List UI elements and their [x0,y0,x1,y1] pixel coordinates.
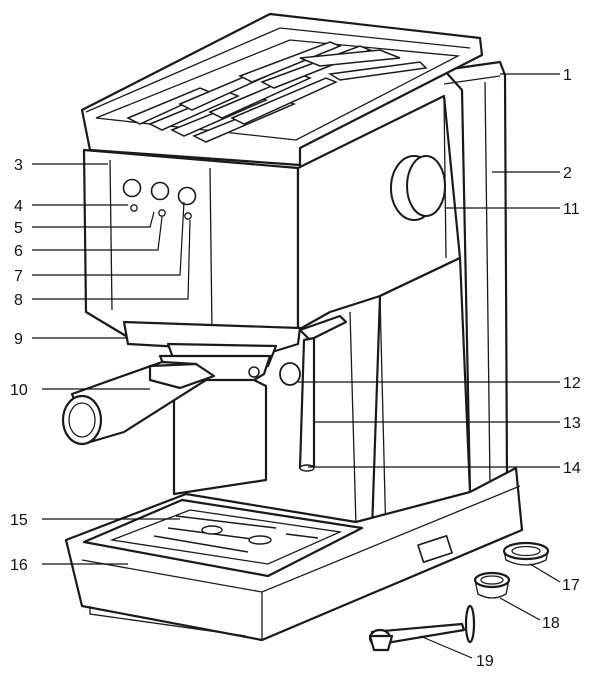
callout-3: 3 [14,157,23,174]
power-indicator [130,204,138,212]
callout-15: 15 [10,512,28,529]
callout-8: 8 [14,292,23,309]
callout-2: 2 [563,165,572,182]
callout-labels: 1 2 3 4 5 6 7 8 9 10 11 12 13 14 15 16 1… [10,67,581,670]
machine-illustration [61,12,550,652]
callout-18: 18 [542,615,560,632]
steam-knob[interactable] [390,155,446,221]
control-panel [122,178,197,220]
callout-4: 4 [14,198,23,215]
lower-column [370,256,472,532]
callout-16: 16 [10,557,28,574]
cup-warmer-grill [126,41,428,143]
base-label-plate [417,535,453,563]
callout-12: 12 [563,375,581,392]
callout-14: 14 [563,460,581,477]
front-column [172,376,268,496]
callout-7: 7 [14,268,23,285]
leader-lines [32,73,561,659]
portafilter[interactable] [61,354,272,446]
callout-1: 1 [563,67,572,84]
callout-17: 17 [562,577,580,594]
callout-19: 19 [476,653,494,670]
coffee-button[interactable] [150,181,170,201]
main-housing [82,148,300,342]
steam-indicator [184,212,192,220]
steam-wand[interactable] [279,314,348,472]
coffee-indicator [158,209,166,217]
callout-5: 5 [14,220,23,237]
callout-6: 6 [14,243,23,260]
filter-basket-double [473,571,511,599]
callout-13: 13 [563,415,581,432]
callout-10: 10 [10,382,28,399]
filter-basket-single [502,541,550,566]
callout-11: 11 [563,201,580,218]
measuring-spoon-tamper [368,604,476,652]
power-button[interactable] [122,178,142,198]
callout-9: 9 [14,331,23,348]
steam-button[interactable] [177,186,197,206]
